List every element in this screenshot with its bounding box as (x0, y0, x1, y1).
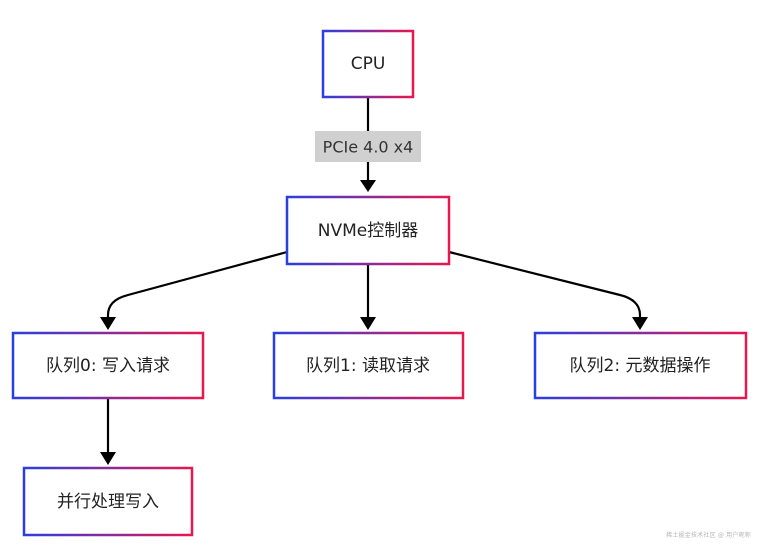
edge-nvme-to-queue1-arrowhead (360, 317, 376, 330)
node-queue0[interactable]: 队列0: 写入请求 (11, 331, 205, 400)
node-queue1-box (272, 331, 465, 400)
node-cpu-label: CPU (351, 54, 386, 74)
edge-cpu-to-nvme-arrowhead (360, 180, 376, 192)
edge-queue0-to-parallel-arrowhead (100, 452, 116, 465)
node-parallel-write-box (22, 466, 194, 537)
node-cpu[interactable]: CPU (321, 29, 415, 99)
node-nvme-controller-label: NVMe控制器 (318, 221, 418, 241)
node-queue1-label: 队列1: 读取请求 (306, 356, 430, 376)
edge-nvme-to-queue2-arrowhead (632, 317, 648, 330)
edge-label-background (315, 131, 421, 162)
node-queue2-box (533, 331, 748, 400)
node-queue0-label: 队列0: 写入请求 (46, 356, 170, 376)
node-parallel-write[interactable]: 并行处理写入 (22, 466, 194, 537)
node-cpu-box (321, 29, 415, 99)
node-queue0-box (11, 331, 205, 400)
node-queue1[interactable]: 队列1: 读取请求 (272, 331, 465, 400)
node-nvme-controller-box (285, 195, 451, 266)
node-queue2[interactable]: 队列2: 元数据操作 (533, 331, 748, 400)
edge-label-text: PCIe 4.0 x4 (323, 138, 414, 157)
node-nvme-controller[interactable]: NVMe控制器 (285, 195, 451, 266)
edge-label-cpu-to-nvme: PCIe 4.0 x4 (315, 131, 421, 162)
node-queue2-label: 队列2: 元数据操作 (570, 356, 711, 376)
watermark: 稀土掘金技术社区 @ 用户昵称 (666, 532, 751, 539)
edge-nvme-to-queue0-arrowhead (100, 317, 116, 330)
node-parallel-write-label: 并行处理写入 (57, 492, 159, 512)
edge-nvme-to-queue2 (448, 250, 642, 322)
edges (100, 97, 648, 465)
edge-nvme-to-queue0 (106, 250, 288, 322)
